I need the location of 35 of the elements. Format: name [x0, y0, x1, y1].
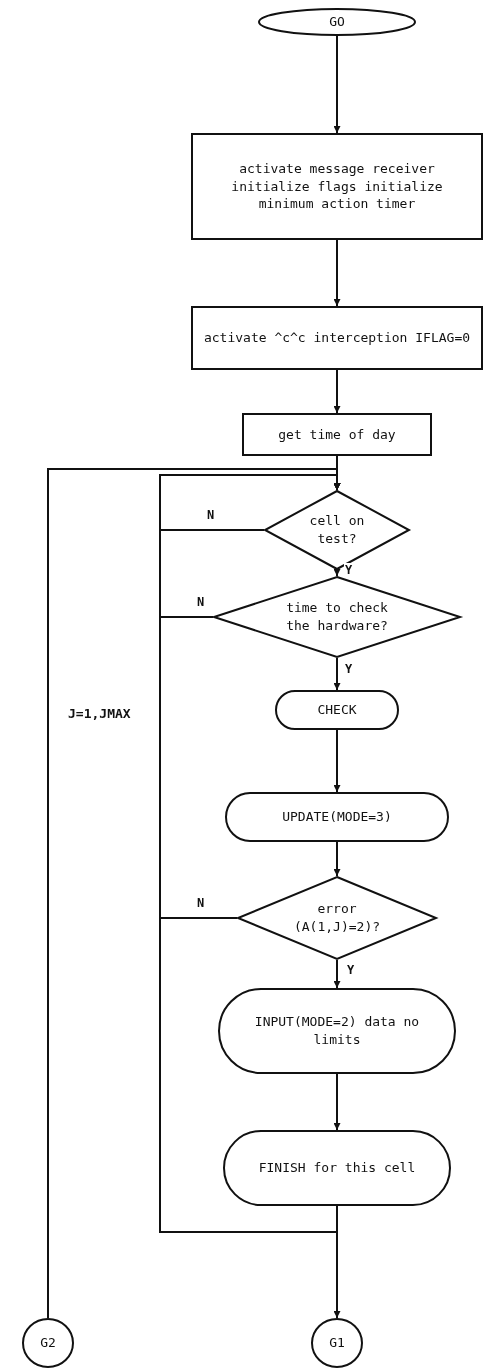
node-text: G2 — [39, 1334, 57, 1352]
node-text: CHECK — [316, 701, 358, 719]
node-text: G1 — [328, 1334, 346, 1352]
arrow — [333, 1073, 341, 1131]
terminal-ellipse — [258, 8, 416, 36]
arrow — [333, 35, 341, 134]
subroutine-box — [225, 792, 449, 842]
arrow — [333, 569, 341, 577]
node-text: GO — [328, 13, 346, 31]
arrow — [333, 369, 341, 414]
node-text: UPDATE(MODE=3) — [281, 808, 393, 826]
node-text: time to check the hardware? — [285, 599, 389, 635]
process-box — [191, 133, 483, 240]
node-text: cell on test? — [308, 512, 366, 548]
subroutine-box — [275, 690, 399, 730]
arrow — [333, 239, 341, 307]
arrow — [47, 468, 341, 1319]
loop-range-label: J=1,JMAX — [68, 706, 131, 721]
connector-circle — [22, 1318, 74, 1368]
node-text: INPUT(MODE=2) data no limits — [253, 1013, 421, 1049]
process-box — [191, 306, 483, 370]
arrow — [159, 474, 341, 1233]
arrow — [333, 841, 341, 877]
process-box — [242, 413, 432, 456]
arrow — [333, 657, 341, 691]
node-text: FINISH for this cell — [257, 1159, 417, 1177]
node-text: error (A(1,J)=2)? — [292, 900, 382, 936]
decision-diamond — [237, 876, 437, 960]
connector-circle — [311, 1318, 363, 1368]
node-text: activate ^c^c interception IFLAG=0 — [202, 329, 472, 347]
decision-diamond — [213, 576, 461, 658]
arrow — [333, 729, 341, 793]
arrow — [333, 959, 341, 989]
node-text: activate message receiver initialize flags initialize minimum action timer — [230, 160, 444, 213]
node-text: get time of day — [277, 425, 397, 444]
